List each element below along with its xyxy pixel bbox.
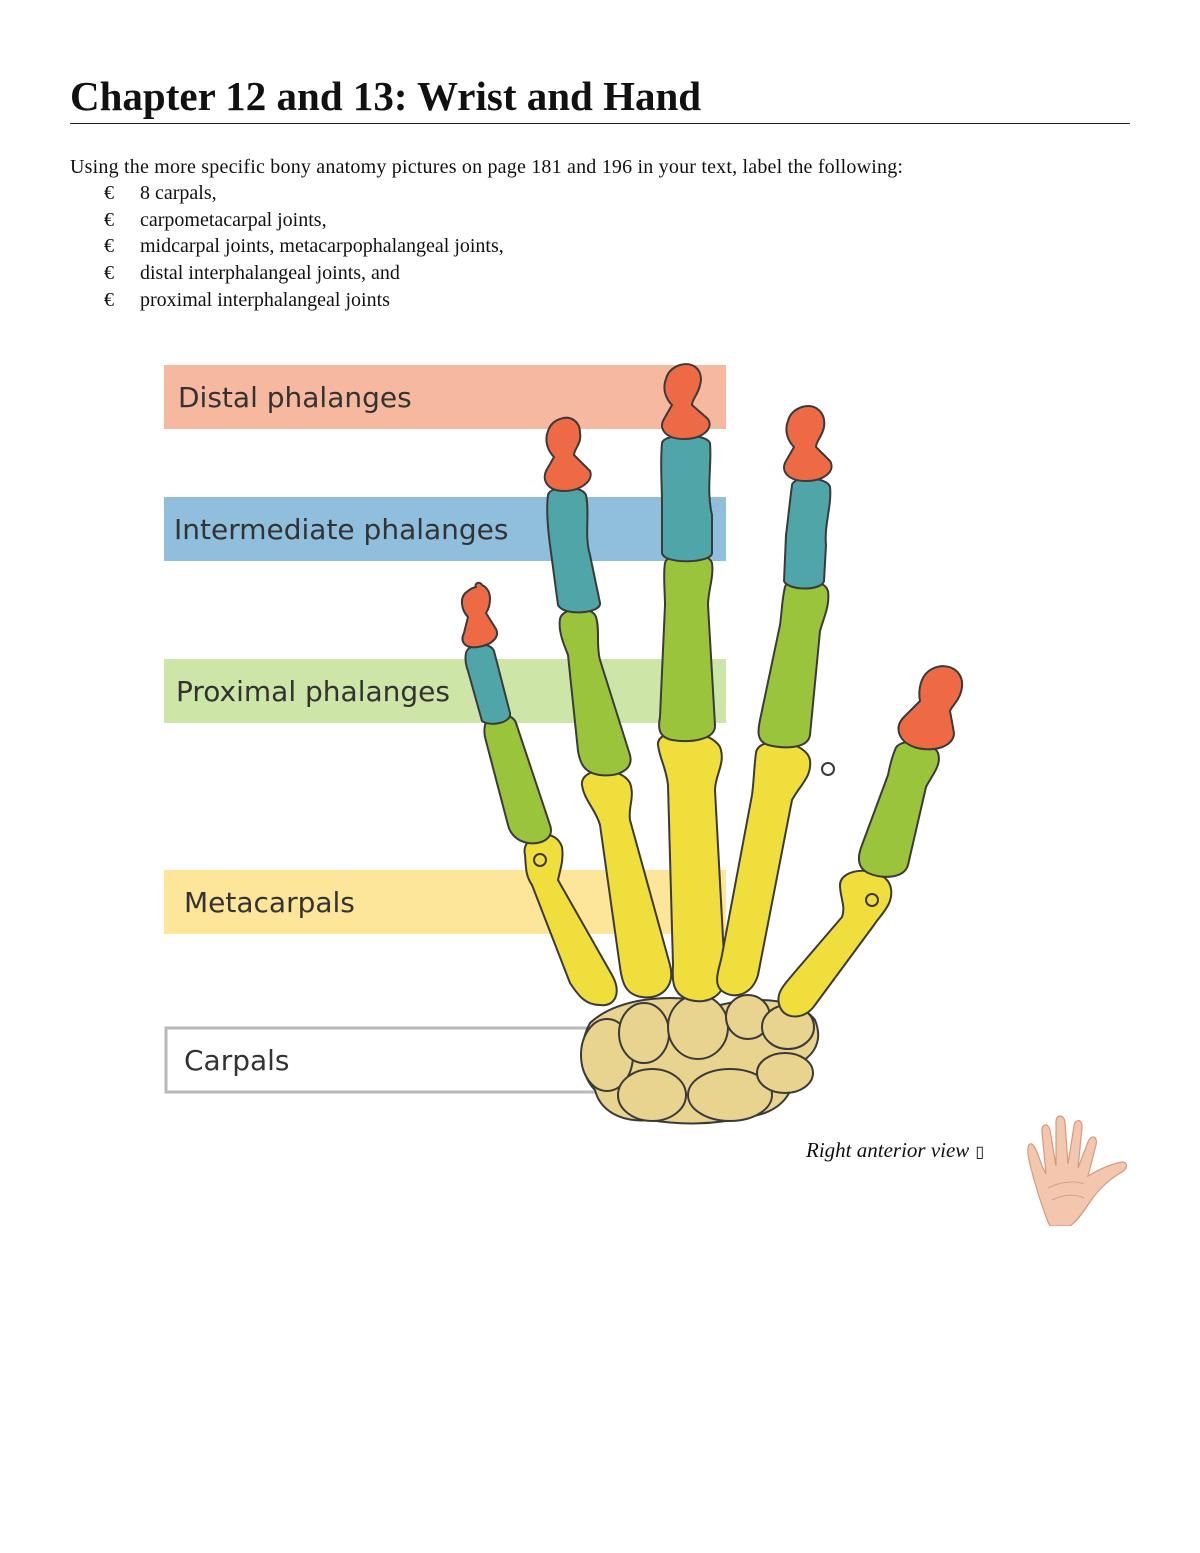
bullet-glyph: € bbox=[104, 262, 114, 285]
metacarpal-bones bbox=[523, 730, 893, 1018]
metacarpal-4 bbox=[716, 740, 812, 997]
palm-crease-lines bbox=[1047, 1181, 1085, 1201]
proximal-phalanges-band bbox=[164, 659, 726, 723]
intermediate-phalanx-bones bbox=[464, 434, 832, 725]
palm-hand-shape bbox=[1027, 1115, 1128, 1226]
intermediate-phalanx-little bbox=[783, 477, 832, 590]
instructions-text: Using the more specific bony anatomy pic… bbox=[70, 156, 904, 178]
hand-bones bbox=[461, 363, 964, 1125]
metacarpals-label: Metacarpals bbox=[184, 886, 355, 919]
list-item-text: distal interphalangeal joints, and bbox=[140, 262, 400, 285]
carpal-bone-scaphoid bbox=[617, 1068, 687, 1122]
metacarpal-5 bbox=[777, 869, 893, 1018]
proximal-phalanx-index bbox=[558, 608, 632, 777]
list-item-text: 8 carpals, bbox=[140, 182, 217, 204]
list-item: € midcarpal joints, metacarpophalangeal j… bbox=[104, 233, 504, 260]
distal-phalanx-index bbox=[543, 416, 592, 492]
list-item: €8 carpals, bbox=[104, 180, 504, 207]
list-item: € proximal interphalangeal joints bbox=[104, 287, 504, 314]
bullet-glyph: € bbox=[104, 235, 114, 258]
intermediate-phalanx-middle bbox=[546, 486, 601, 614]
sesamoid-bone-little bbox=[865, 893, 879, 907]
right-palm-photo bbox=[1027, 1115, 1128, 1226]
list-item: € carpometacarpal joints, bbox=[104, 207, 504, 234]
carpal-bones bbox=[580, 994, 820, 1125]
carpal-bone-triquetrum bbox=[756, 1052, 814, 1094]
metacarpal-2 bbox=[581, 769, 673, 999]
bullet-glyph: € bbox=[104, 288, 114, 311]
proximal-phalanx-thumb bbox=[483, 714, 552, 845]
distal-phalanx-bones bbox=[461, 363, 964, 751]
caption-text: Right anterior view bbox=[806, 1138, 970, 1162]
proximal-phalanx-middle bbox=[658, 552, 717, 743]
figure-caption: Right anterior view ▯ bbox=[806, 1137, 984, 1166]
distal-phalanx-ring bbox=[783, 405, 833, 482]
list-item-text: carpometacarpal joints, bbox=[140, 208, 327, 231]
caption-arrow-glyph: ▯ bbox=[975, 1144, 985, 1161]
intermediate-phalanges-band bbox=[164, 497, 726, 561]
title-divider bbox=[70, 123, 1130, 124]
sesamoid-bone-ring bbox=[821, 762, 835, 776]
label-task-list: €8 carpals, € carpometacarpal joints, € mi… bbox=[104, 180, 504, 313]
list-item-text: proximal interphalangeal joints bbox=[140, 288, 390, 311]
distal-phalanx-thumb bbox=[461, 581, 498, 649]
bullet-glyph: € bbox=[104, 208, 114, 231]
distal-phalanx-middle bbox=[661, 363, 711, 440]
list-item: € distal interphalangeal joints, and bbox=[104, 260, 504, 287]
intermediate-phalanx-ring bbox=[660, 434, 713, 563]
distal-phalanx-little bbox=[897, 665, 964, 751]
sesamoid-bone-thumb bbox=[533, 853, 547, 867]
carpal-bone-lunate bbox=[687, 1068, 773, 1122]
proximal-phalanges-label: Proximal phalanges bbox=[176, 675, 450, 708]
hand-skeleton-diagram: Distal phalanges Intermediate phalanges … bbox=[164, 363, 964, 1125]
carpal-bone-capitate bbox=[667, 994, 729, 1060]
intermediate-phalanges-label: Intermediate phalanges bbox=[174, 513, 509, 546]
metacarpal-1 bbox=[523, 833, 618, 1007]
carpals-label-box bbox=[164, 1026, 648, 1094]
bullet-glyph: € bbox=[104, 182, 114, 204]
proximal-phalanx-ring bbox=[757, 578, 830, 749]
metacarpal-3 bbox=[656, 730, 727, 1003]
carpal-bone-trapezoid bbox=[618, 1002, 670, 1064]
list-item-text: midcarpal joints, metacarpophalangeal jo… bbox=[140, 235, 504, 258]
distal-phalanges-band bbox=[164, 365, 726, 429]
proximal-phalanx-little bbox=[857, 740, 940, 878]
page-title: Chapter 12 and 13: Wrist and Hand bbox=[70, 73, 702, 119]
carpals-label: Carpals bbox=[184, 1044, 290, 1077]
distal-phalanges-label: Distal phalanges bbox=[178, 381, 412, 414]
